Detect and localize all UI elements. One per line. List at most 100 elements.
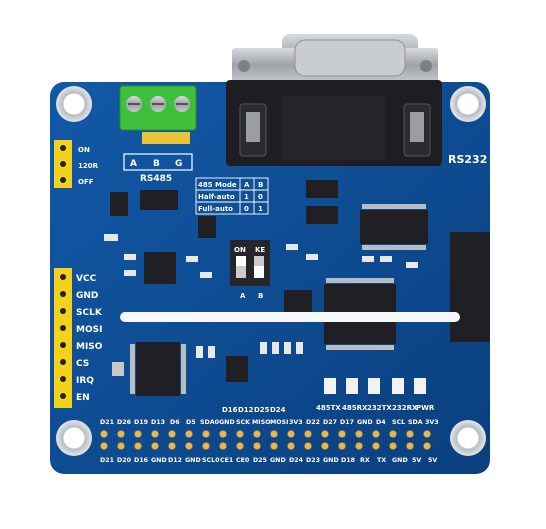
gpio-bottom-label: D12 [168,457,182,464]
gpio-hole [202,442,210,450]
gpio-top-label: MOSI [270,419,289,426]
gpio-top-label: 3V3 [289,419,303,426]
gpio-hole [355,430,363,438]
gpio-hole [236,442,244,450]
spi-pin-en: EN [76,393,90,403]
gpio-hole [270,442,278,450]
gpio-hole [151,430,159,438]
gpio-hole [219,430,227,438]
mode-table [195,177,269,215]
spi-pin-gnd: GND [76,291,98,301]
mode-row-full-b: 1 [258,205,263,213]
gpio-bottom-label: D24 [289,457,304,464]
spi-pin-irq: IRQ [76,376,94,386]
gpio-bottom-label: TX [377,457,386,464]
gpio-bottom-label: SCL0 [202,457,220,464]
mode-row-half: Half-auto [198,193,235,201]
rs485-label: RS485 [140,174,172,184]
status-leds [324,378,426,394]
gpio-hole [338,430,346,438]
gpio-hole [219,442,227,450]
gpio-hole [117,442,125,450]
gpio-hole [253,442,261,450]
gpio-top-label: SCL [392,419,405,426]
jumper-120r-label: 120R [78,162,99,170]
gpio-top-label: D27 [323,419,337,426]
rs232-label: RS232 [448,153,487,166]
gpio-top-label: 3V3 [425,419,439,426]
spi-pin-sclk: SCLK [76,308,103,318]
led-232rx-label: 232RX [392,404,418,412]
spi-pin-cs: CS [76,359,89,369]
mode-row-full: Full-auto [198,205,233,213]
gpio-top-label: D19 [134,419,148,426]
terminal-label-frame [123,153,193,171]
gpio-hole [134,442,142,450]
gpio-top-label: GND [219,419,235,426]
mode-header-b: B [258,181,263,189]
gpio-hole [389,442,397,450]
gpio-hole [236,430,244,438]
db9-connector [226,34,442,166]
gpio-hole [406,430,414,438]
gpio-top-labels: D21 D26 D19 D13 D6 D5 SDA0 GND SCK MISO … [100,419,439,426]
gpio-hole [168,430,176,438]
gpio-top-label: GND [357,419,373,426]
gpio-bottom-label: CE1 [220,457,233,464]
gpio-top-label: D5 [186,419,196,426]
gpio-hole [423,442,431,450]
gpio-hole [168,442,176,450]
gpio-hole [270,430,278,438]
spi-pin-mosi: MOSI [76,325,102,335]
gpio-bottom-label: GND [270,457,286,464]
gpio-hole [100,442,108,450]
dip-ke-label: KE [255,246,265,254]
gpio-top-label: D17 [340,419,354,426]
termination-jumper [54,140,72,188]
mid-pin-d24: D24 [270,406,286,414]
gpio-bottom-label: RX [360,457,370,464]
gpio-top-label: D21 [100,419,114,426]
gpio-bottom-label: 5V [428,457,437,464]
gpio-bottom-label: GND [392,457,408,464]
gpio-hole [287,442,295,450]
mode-header-a: A [244,181,250,189]
mid-pin-d16: D16 [222,406,238,414]
gpio-hole [151,442,159,450]
gpio-top-label: D22 [306,419,320,426]
gpio-bottom-label: GND [185,457,201,464]
mode-row-half-a: 1 [244,193,249,201]
gpio-hole [389,430,397,438]
gpio-hole [185,442,193,450]
mounting-holes [56,86,486,456]
gpio-hole [338,442,346,450]
spi-header [54,268,72,408]
dip-a-label: A [240,292,246,300]
gpio-top-label: SDA [408,419,423,426]
gpio-hole [304,430,312,438]
gpio-hole [100,430,108,438]
chip-pins [130,204,426,394]
gpio-hole [372,430,380,438]
spi-header-pins [60,274,66,399]
gpio-hole [304,442,312,450]
terminal-g-label: G [175,159,182,169]
gpio-top-label: D6 [170,419,180,426]
gpio-hole [287,430,295,438]
gpio-hole [321,442,329,450]
gpio-bottom-label: GND [323,457,339,464]
gpio-hole [406,442,414,450]
gpio-hole [372,442,380,450]
gpio-bottom-label: D18 [341,457,355,464]
gpio-bottom-label: D20 [117,457,132,464]
dip-on-label: ON [234,246,246,254]
led-232tx-label: 232TX [367,404,392,412]
gpio-bottom-label: 5V [412,457,421,464]
mode-header: 485 Mode [198,181,237,189]
jumper-on-label: ON [78,146,90,154]
gpio-hole [423,430,431,438]
gpio-hole [202,430,210,438]
gpio-top-label: D13 [151,419,165,426]
rs485-terminal-block [119,85,197,144]
